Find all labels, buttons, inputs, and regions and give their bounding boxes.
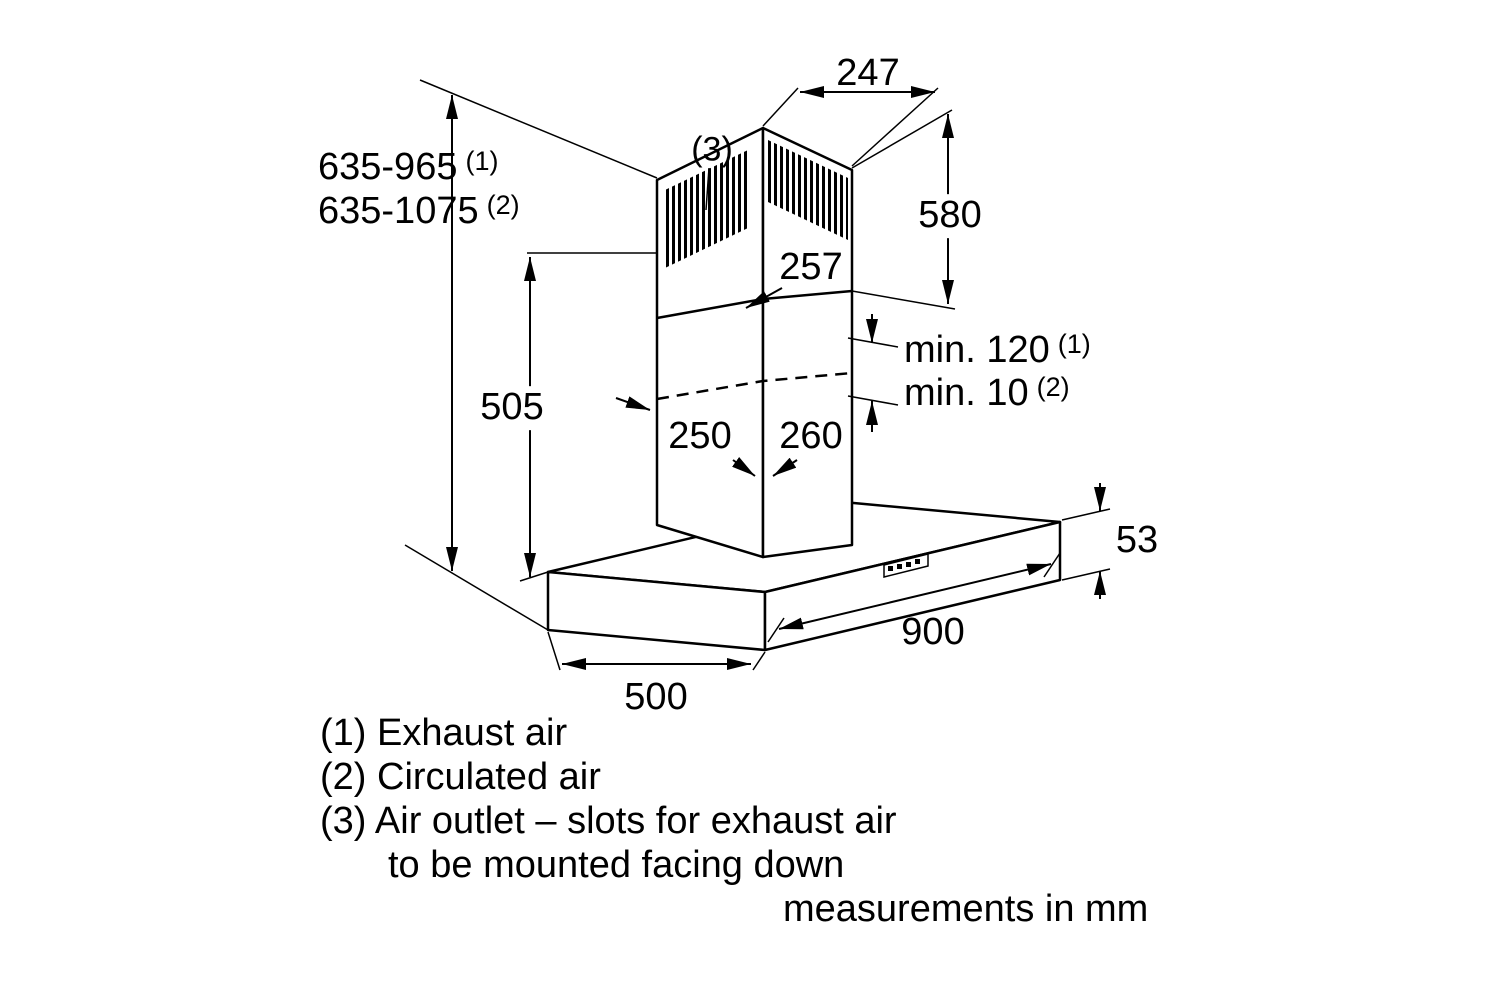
- legend-circulated-air: (2) Circulated air: [320, 756, 601, 798]
- dim-total-height: [404, 79, 658, 631]
- dim-top-depth: [762, 86, 939, 167]
- legend-exhaust-air: (1) Exhaust air: [320, 712, 568, 754]
- legend-air-outlet-cont: to be mounted facing down: [388, 844, 845, 886]
- min-clearance-recirc-value: min. 10: [904, 372, 1029, 415]
- legend-air-outlet: (3) Air outlet – slots for exhaust air: [320, 800, 897, 842]
- dim-label-min-clearance-recirc: min. 10(2): [904, 372, 1070, 416]
- telescopic-dashed-line: [656, 371, 853, 401]
- dim-label-upper-section-height: 580: [912, 194, 988, 238]
- dim-label-canopy-thickness: 53: [1115, 519, 1159, 562]
- total-height-recirc-ref: (2): [486, 189, 520, 220]
- leader-upper-section-width: [745, 287, 783, 309]
- dim-label-chimney-height: 505: [474, 386, 550, 430]
- dim-canopy-thickness: [1061, 483, 1111, 599]
- leader-lower-section-depth: [772, 457, 798, 477]
- dim-label-upper-section-width: 257: [779, 246, 843, 289]
- dim-label-min-clearance-exhaust: min. 120(1): [904, 329, 1091, 373]
- total-height-exhaust-ref: (1): [465, 146, 499, 176]
- dim-label-canopy-width: 900: [901, 611, 965, 654]
- dim-label-canopy-depth: 500: [624, 676, 688, 719]
- min-clearance-exhaust-value: min. 120: [904, 329, 1050, 372]
- total-height-exhaust-value: 635-965: [318, 146, 458, 188]
- units-note: measurements in mm: [783, 888, 1149, 930]
- leader-lower-section-width: [732, 457, 756, 477]
- dim-label-lower-section-depth: 260: [779, 415, 843, 458]
- dim-label-top-depth: 247: [836, 52, 900, 95]
- min-clearance-recirc-ref: (2): [1036, 372, 1070, 403]
- min-clearance-exhaust-ref: (1): [1057, 329, 1091, 360]
- slot-hatch-rear: [768, 140, 848, 240]
- total-height-recirc-value: 635-1075: [318, 189, 479, 232]
- dim-label-total-height: 635-965(1) 635-1075(2): [318, 146, 520, 233]
- dim-min-clearance: [847, 314, 899, 432]
- leader-air-outlet: [705, 167, 710, 211]
- dim-canopy-depth: [547, 631, 766, 671]
- chimney-duct: [655, 126, 854, 559]
- dim-canopy-width: [767, 552, 1061, 643]
- callout-air-outlet: (3): [691, 130, 733, 169]
- dim-label-lower-section-width: 250: [668, 415, 732, 458]
